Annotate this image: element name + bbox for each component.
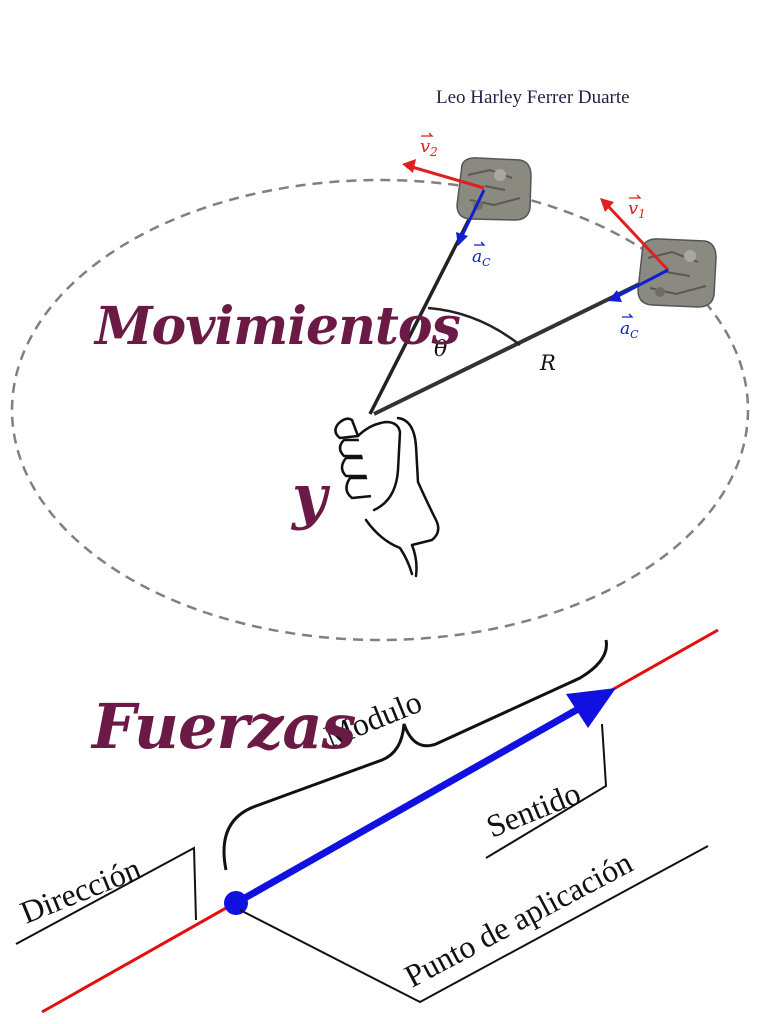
stone-1 — [456, 157, 532, 221]
application-point — [224, 891, 248, 915]
velocity-arrow-1 — [600, 198, 670, 272]
force-vector-shaft — [234, 704, 582, 907]
vector-mark-v1 — [629, 194, 642, 199]
angle-arc — [427, 306, 521, 346]
velocity-arrow-2 — [402, 159, 485, 190]
vector-mark-a1 — [622, 313, 634, 318]
stone-2 — [637, 238, 717, 308]
hand-illustration — [334, 416, 440, 578]
sense-label: Sentido — [481, 774, 585, 844]
vector-mark-v2 — [421, 132, 434, 137]
magnitude-brace — [222, 639, 608, 871]
title-line-2: y — [292, 462, 327, 532]
force-vector-head — [566, 688, 616, 728]
radius-label: R — [539, 351, 556, 375]
acceleration-arrow-1 — [608, 268, 669, 302]
author-name: Leo Harley Ferrer Duarte — [436, 87, 630, 108]
direction-leader — [15, 846, 197, 945]
angle-label: θ — [434, 337, 447, 362]
orbit-path — [10, 178, 750, 642]
velocity-label-2: v2 — [420, 136, 438, 159]
acceleration-label-1: aC — [620, 319, 639, 341]
acceleration-arrow-2 — [456, 189, 486, 246]
application-leader — [239, 845, 709, 1004]
title-line-1: Movimientos — [95, 296, 461, 357]
velocity-label-1: v1 — [628, 198, 646, 221]
title-line-3: Fuerzas — [92, 690, 356, 763]
application-point-label: Punto de aplicación — [398, 844, 638, 994]
direction-label: Dirección — [15, 850, 145, 931]
vector-mark-a2 — [474, 241, 486, 246]
sense-leader — [485, 723, 608, 859]
acceleration-label-2: aC — [472, 247, 491, 269]
